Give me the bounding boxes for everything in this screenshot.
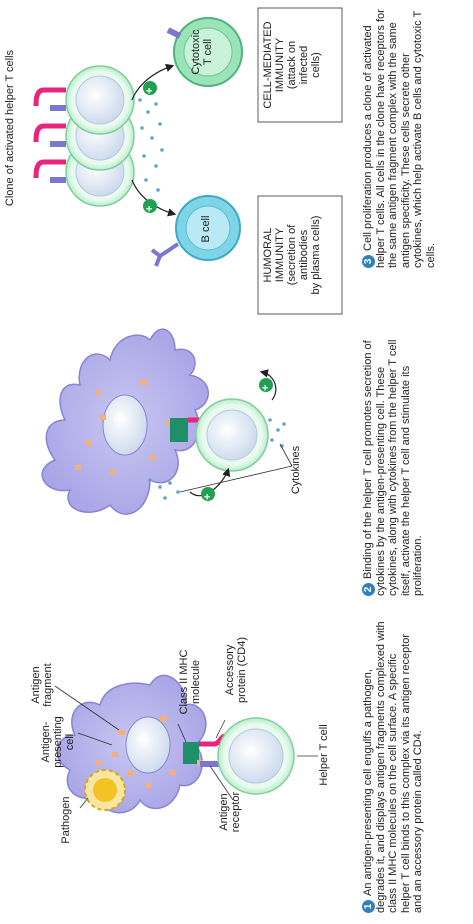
label-pathogen: Pathogen <box>60 796 72 844</box>
label-antigen-fragment: Antigen fragment <box>30 663 54 707</box>
class2-mhc-molecule <box>183 742 199 764</box>
plus-glyph: + <box>144 205 156 212</box>
caption-2-text: Binding of the helper T cell promotes se… <box>362 339 425 596</box>
arrow-to-cytotoxic <box>131 63 175 101</box>
b-cell-nucleus <box>185 205 231 251</box>
apc-nucleus-2 <box>102 394 148 456</box>
step-3-badge: 3 <box>362 255 375 268</box>
label-humoral: HUMORAL IMMUNITY (secretion of antibodie… <box>262 215 322 295</box>
cytotoxic-receptor <box>166 27 182 39</box>
panel-2-illustration <box>41 328 293 515</box>
helper-t-nucleus-2 <box>206 409 258 461</box>
antigen-fragments <box>95 716 176 788</box>
step-2-badge: 2 <box>362 583 375 596</box>
label-antigen-receptor: Antigen receptor <box>218 791 242 833</box>
label-b-cell: B cell <box>200 215 212 243</box>
mhc-complex-2 <box>170 418 188 442</box>
cytokine-dots-2 <box>148 418 286 500</box>
caption-panel-3: 3Cell proliferation produces a clone of … <box>362 6 437 268</box>
label-class2-mhc: Class II MHC molecule <box>178 649 202 715</box>
caption-panel-2: 2Binding of the helper T cell promotes s… <box>362 321 425 596</box>
helper-t-nucleus <box>228 728 284 784</box>
cytokine-leaders <box>179 443 293 493</box>
pathogen <box>84 769 126 811</box>
caption-3-text: Cell proliferation produces a clone of a… <box>362 9 437 268</box>
plus-glyph: + <box>260 384 272 391</box>
cytotoxic-nucleus <box>183 27 233 77</box>
panel-1-illustration <box>54 674 318 814</box>
apc-nucleus <box>125 716 171 774</box>
humoral-box <box>257 195 343 315</box>
label-cytotoxic: Cytotoxic T cell <box>190 29 214 75</box>
cell-mediated-box <box>257 7 343 123</box>
plus-icon <box>143 81 157 95</box>
label-helper-t-cell: Helper T cell <box>318 724 330 786</box>
antigen-fragments-2 <box>75 380 171 475</box>
b-cell-receptor <box>150 242 180 267</box>
label-apc: Antigen- presenting cell <box>40 716 76 768</box>
cytokine-dots-3 <box>138 98 164 192</box>
plus-icon <box>201 487 215 501</box>
plus-glyph: + <box>144 87 156 94</box>
plus-glyph: + <box>202 493 214 500</box>
step-1-badge: 1 <box>362 900 375 913</box>
panel-1-leader-lines <box>54 685 318 809</box>
label-cytokines: Cytokines <box>290 445 302 495</box>
plus-icon <box>259 378 273 392</box>
caption-panel-1: 1An antigen-presenting cell engulfs a pa… <box>362 621 425 913</box>
label-cell-mediated: CELL-MEDIATED IMMUNITY (attack on infect… <box>262 21 322 109</box>
caption-1-text: An antigen-presenting cell engulfs a pat… <box>362 621 425 913</box>
label-clone: Clone of activated helper T cells <box>4 49 16 207</box>
cytokine-arrow-1 <box>189 467 231 497</box>
cytokine-arrow-2 <box>259 369 277 401</box>
label-accessory-protein: Accessory protein (CD4) <box>224 636 248 704</box>
panel-3-illustration <box>33 7 343 315</box>
clone-cells <box>33 65 135 207</box>
plus-icon <box>143 199 157 213</box>
